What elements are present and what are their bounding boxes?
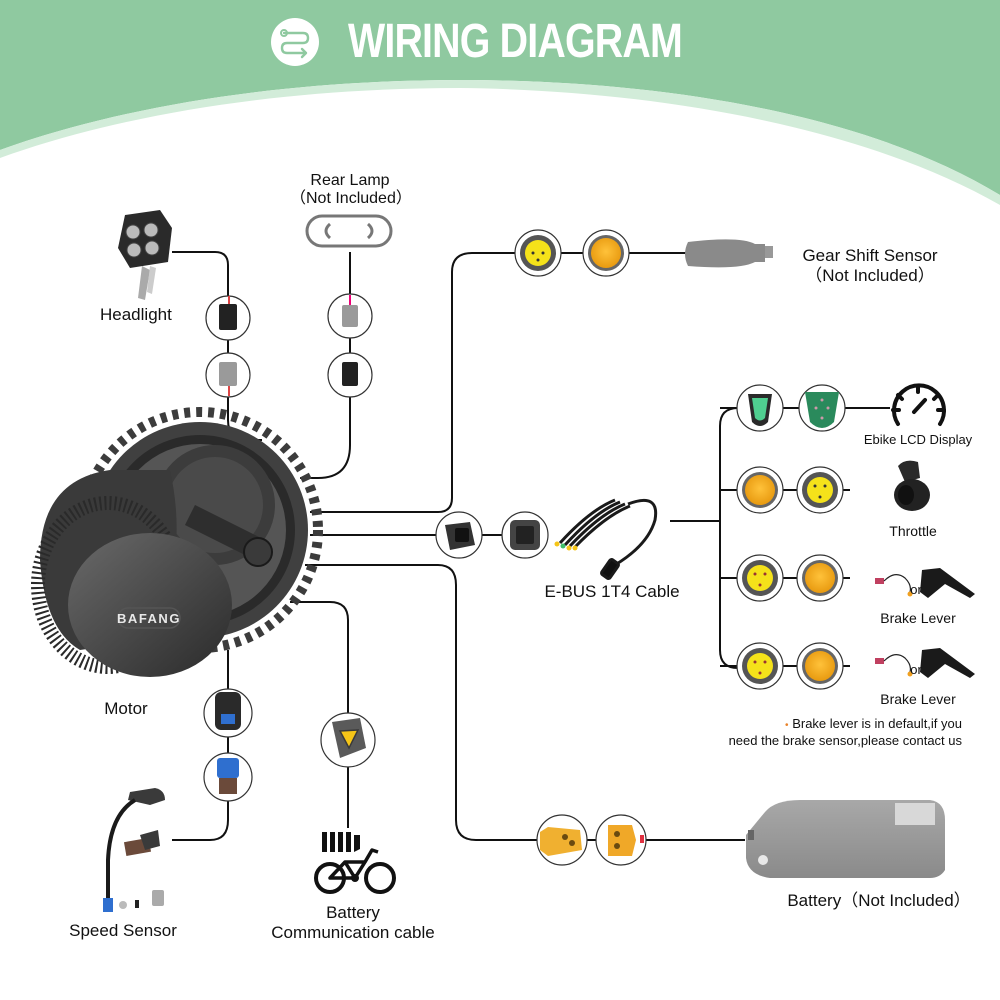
brake-lever-2-or: or <box>910 662 922 677</box>
title-group <box>271 18 319 66</box>
motor-brand-logo: BAFANG <box>117 611 181 626</box>
wire-battery-comm <box>290 601 349 828</box>
wire-branch-bus <box>719 407 739 669</box>
ebus-connector-male <box>435 511 483 559</box>
rear-lamp-connector-1 <box>327 293 373 339</box>
wire-rear-lamp <box>300 252 351 479</box>
headlight-connector-2 <box>205 352 251 398</box>
brake-lever-1-icon <box>875 568 975 598</box>
brake-lever-1-or: or <box>910 582 922 597</box>
note-bullet: • <box>785 720 789 731</box>
battery-comm-label: Battery Communication cable <box>262 903 444 942</box>
speed-sensor-label: Speed Sensor <box>69 921 177 940</box>
rear-lamp-label-line1: Rear Lamp <box>310 172 390 189</box>
wire-gear-shift <box>310 252 700 513</box>
brake-lever-2-icon <box>875 648 975 678</box>
headlight-icon <box>118 210 172 300</box>
wire-battery <box>305 564 745 841</box>
battery-xt-connector-female <box>595 814 647 866</box>
brake-lever-2-label: Brake Lever <box>880 691 956 707</box>
lcd-display-label: Ebike LCD Display <box>863 432 973 447</box>
gear-shift-connector-male <box>582 229 630 277</box>
rear-lamp-label: Rear Lamp （Not Included） <box>290 172 412 209</box>
wire-speed-sensor <box>172 650 229 841</box>
brake2-connector-female <box>736 642 784 690</box>
ebus-cable-label: E-BUS 1T4 Cable <box>544 582 680 601</box>
headlight-connector-1 <box>205 295 251 341</box>
lcd-connector-male <box>736 384 784 432</box>
speedometer-icon <box>891 383 946 426</box>
brake2-connector-male <box>796 642 844 690</box>
battery-bike-icon <box>314 832 396 894</box>
brake1-connector-female <box>736 554 784 602</box>
note-line1: Brake lever is in default,if you <box>792 716 962 731</box>
battery-xt-connector-male <box>536 814 588 866</box>
ebus-connector-female <box>501 511 549 559</box>
battery-comm-label-line2: Communication cable <box>271 922 435 942</box>
battery-comm-label-line1: Battery <box>326 903 380 922</box>
speed-sensor-icon <box>103 788 165 912</box>
battery-label: Battery（Not Included） <box>787 891 971 910</box>
throttle-icon <box>894 460 930 511</box>
brake-lever-note: • Brake lever is in default,if you need … <box>700 716 962 750</box>
rear-lamp-connector-2 <box>327 352 373 398</box>
speed-sensor-connector-male <box>203 752 253 802</box>
motor-icon <box>31 407 323 677</box>
rear-lamp-icon <box>305 214 393 248</box>
gear-shift-sensor-icon <box>685 239 773 268</box>
battery-pack-icon <box>746 800 945 878</box>
throttle-connector-male <box>736 466 784 514</box>
brake-lever-1-label: Brake Lever <box>880 610 956 626</box>
headlight-label: Headlight <box>100 305 172 324</box>
throttle-label: Throttle <box>889 523 937 539</box>
header-band <box>0 0 1000 205</box>
gear-shift-sensor-label-line1: Gear Shift Sensor <box>802 246 938 265</box>
lcd-connector-female <box>798 384 846 432</box>
note-line2: need the brake sensor,please contact us <box>728 732 962 748</box>
ebus-cable-tips <box>554 541 578 551</box>
rear-lamp-label-line2: （Not Included） <box>290 190 412 208</box>
route-icon <box>284 20 334 70</box>
battery-comm-connector <box>320 712 376 768</box>
gear-shift-connector-female <box>514 229 562 277</box>
ebus-cable-icon <box>558 498 658 580</box>
header: WIRING DIAGRAM <box>0 0 1000 90</box>
gear-shift-sensor-label: Gear Shift Sensor （Not Included） <box>780 246 960 285</box>
speed-sensor-connector-female <box>203 688 253 738</box>
brake1-connector-male <box>796 554 844 602</box>
page-title: WIRING DIAGRAM <box>348 14 683 68</box>
throttle-connector-female <box>796 466 844 514</box>
gear-shift-sensor-label-line2: （Not Included） <box>805 265 935 285</box>
motor-label: Motor <box>104 699 148 718</box>
